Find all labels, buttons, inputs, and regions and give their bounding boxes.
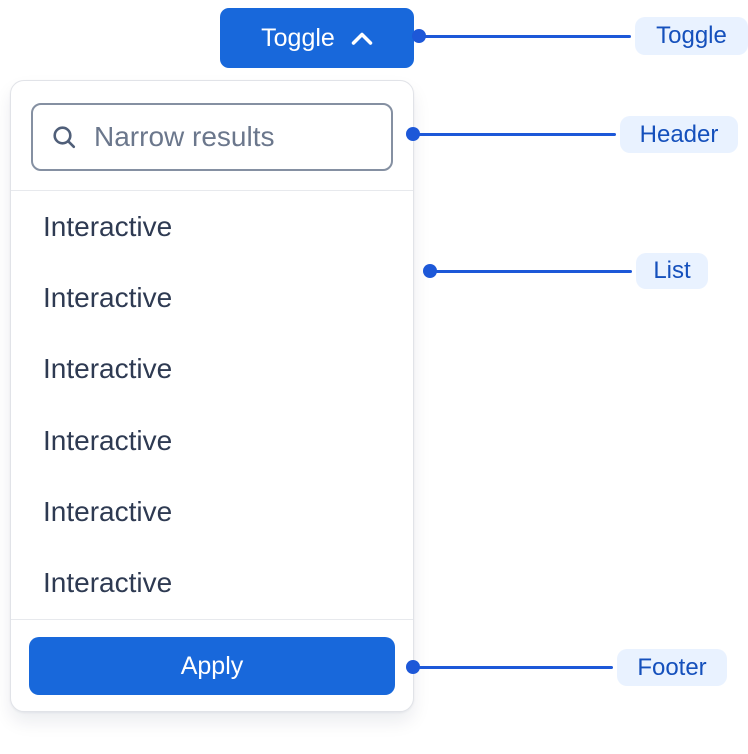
list-item[interactable]: Interactive [43,495,173,527]
connector-line-list [435,270,632,273]
annotation-label-list: List [636,253,708,289]
search-input[interactable] [92,120,373,154]
connector-line-toggle [424,35,631,38]
apply-button[interactable]: Apply [29,637,395,695]
list-item[interactable]: Interactive [43,281,173,313]
popup-list: Interactive Interactive Interactive Inte… [11,191,413,619]
toggle-button-label: Toggle [261,23,335,52]
list-item[interactable]: Interactive [43,210,173,242]
annotation-label-toggle: Toggle [635,17,748,55]
list-item[interactable]: Interactive [43,424,173,456]
search-icon [51,124,78,151]
connector-dot-list [423,264,437,278]
connector-dot-toggle [412,29,426,43]
list-item[interactable]: Interactive [43,567,173,599]
connector-dot-header [406,127,420,141]
chevron-up-icon [351,30,373,46]
connector-line-footer [418,666,613,669]
connector-line-header [418,133,616,136]
dropdown-popup: Interactive Interactive Interactive Inte… [10,80,414,712]
popup-footer: Apply [11,619,413,711]
list-item[interactable]: Interactive [43,353,173,385]
connector-dot-footer [406,660,420,674]
toggle-button[interactable]: Toggle [220,8,414,68]
annotation-label-header: Header [620,116,738,153]
search-box[interactable] [31,103,393,171]
annotation-label-footer: Footer [617,649,727,686]
popup-header [11,81,413,191]
